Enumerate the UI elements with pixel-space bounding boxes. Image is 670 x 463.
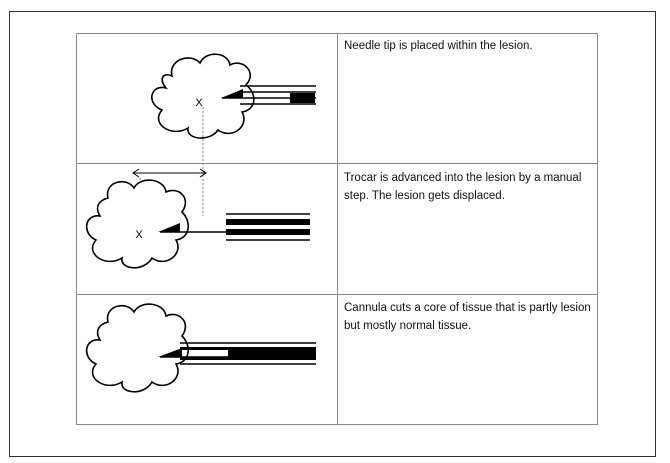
- trocar-needle-2: [158, 213, 310, 241]
- lesion-center-marker-1: X: [195, 97, 203, 109]
- lesion-blob-2: [85, 179, 189, 269]
- step-2-description: Trocar is advanced into the lesion by a …: [344, 172, 582, 202]
- cannula-needle-3: [158, 342, 316, 365]
- lesion-blob-1: [151, 53, 255, 139]
- lesion-blob-3: [85, 303, 189, 393]
- step-1-description: Needle tip is placed within the lesion.: [344, 40, 533, 52]
- step-3-illustration: [85, 303, 316, 393]
- displacement-arrow: [132, 168, 207, 178]
- step-2-illustration: X: [85, 179, 310, 269]
- column-divider: [337, 33, 338, 425]
- step-1-illustration: X: [151, 53, 316, 139]
- needle-1: [221, 85, 316, 105]
- lesion-center-marker-2: X: [135, 229, 143, 241]
- step-3-description: Cannula cuts a core of tissue that is pa…: [344, 302, 591, 332]
